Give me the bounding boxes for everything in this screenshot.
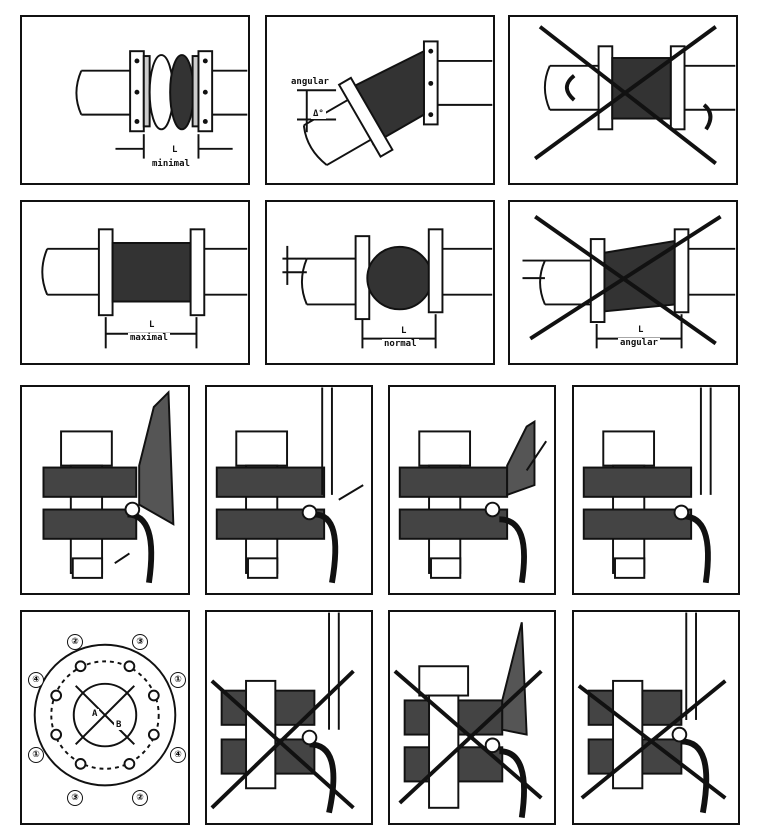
illus-bolt-wrong-2 <box>393 622 543 818</box>
illus-angular <box>297 40 493 166</box>
illus-bolt-wrong-3 <box>577 612 727 814</box>
bolt-number: ④ <box>28 672 44 688</box>
panel-torsion-crossed <box>508 15 738 185</box>
center-mark: A <box>90 709 100 719</box>
bolt-number: ② <box>132 790 148 806</box>
bolt-number: ② <box>67 634 83 650</box>
illus-bolt-install-3 <box>398 419 548 584</box>
panel-bolt-wrong-1 <box>205 610 373 825</box>
panel-angular: angular Δ° <box>265 15 495 185</box>
label-minimal: minimal <box>150 159 192 169</box>
label-maximal: maximal <box>128 333 170 343</box>
label-normal: normal <box>382 339 419 349</box>
label-l: L <box>170 145 180 155</box>
panel-bolt-install-2 <box>205 385 373 595</box>
panel-bolt-wrong-2 <box>388 610 556 825</box>
label-angular: angular <box>289 77 331 87</box>
illus-bolt-install-2 <box>215 387 364 584</box>
bolt-number: ③ <box>132 634 148 650</box>
illus-bolt-wrong-1 <box>210 612 355 814</box>
illus-bolt-install-1 <box>42 390 175 584</box>
center-mark: B <box>114 720 124 730</box>
label-l: L <box>147 320 157 330</box>
panel-max-length: L maximal <box>20 200 250 365</box>
bolt-number: ④ <box>170 747 186 763</box>
illus-bolt-pattern <box>33 643 177 787</box>
illus-normal-length <box>282 228 493 349</box>
panel-bolt-wrong-3 <box>572 610 740 825</box>
panel-bolt-install-3 <box>388 385 556 595</box>
illus-min-length <box>75 50 248 159</box>
panel-bolt-install-4 <box>572 385 740 595</box>
illus-torsion-crossed <box>533 25 736 166</box>
label-angular: angular <box>618 338 660 348</box>
label-l: L <box>399 326 409 336</box>
illus-bolt-install-4 <box>582 387 712 584</box>
panel-min-length: L minimal <box>20 15 250 185</box>
illus-offset-crossed <box>522 214 736 349</box>
panel-offset-crossed: L angular <box>508 200 738 365</box>
panel-bolt-install-1 <box>20 385 190 595</box>
bolt-number: ③ <box>67 790 83 806</box>
illus-max-length <box>41 228 248 349</box>
label-l: L <box>636 325 646 335</box>
panel-bolt-pattern: ② ③ ④ ① ① ④ ③ ② A B <box>20 610 190 825</box>
label-delta: Δ° <box>311 109 326 119</box>
panel-normal-length: L normal <box>265 200 495 365</box>
bolt-number: ① <box>28 747 44 763</box>
bolt-number: ① <box>170 672 186 688</box>
